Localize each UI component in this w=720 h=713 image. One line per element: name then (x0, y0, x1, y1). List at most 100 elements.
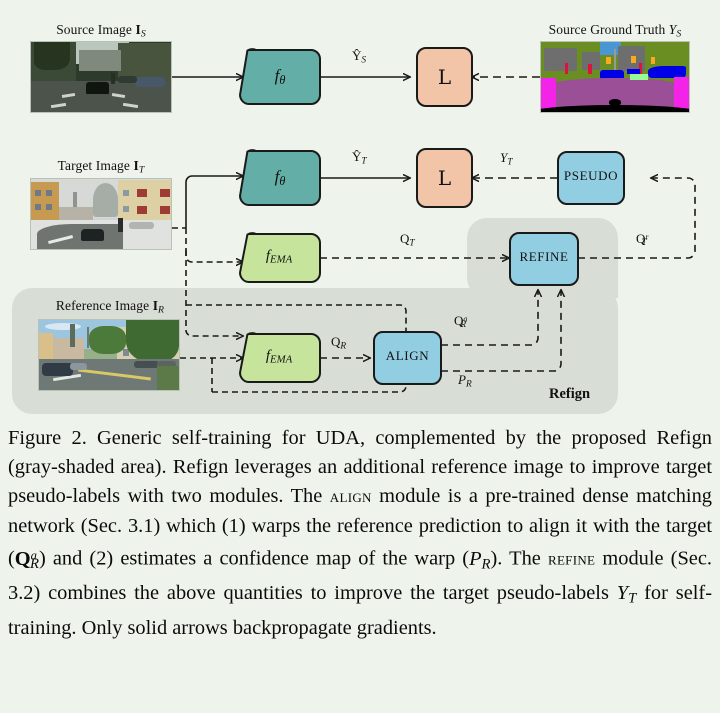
caption-part1: Generic self-training for UDA, complemen… (8, 427, 712, 508)
edge-label-q-t: QT (400, 231, 415, 248)
edge-label-p-r-sub: R (465, 379, 472, 390)
gt-pole-1 (613, 49, 617, 72)
edge-label-y-t-base: Y (500, 150, 508, 165)
target-building-right-win1 (123, 190, 129, 197)
caption-number: Figure 2. (8, 427, 87, 449)
reference-image-label: Reference Image IR (30, 298, 190, 315)
node-pseudo[interactable] (557, 151, 625, 205)
nodes-layer (239, 47, 625, 385)
edge-label-yhat-t-sub: T (361, 156, 367, 167)
edge-target-down-to-align-path (185, 250, 243, 336)
target-building-right-red1 (137, 188, 148, 198)
target-church-spire (73, 191, 78, 213)
reference-tree-right (125, 320, 179, 364)
caption-align-name: align (329, 486, 372, 508)
node-ftheta-source[interactable] (239, 48, 321, 105)
node-ftheta-source-sub: θ (279, 73, 286, 88)
gt-trafficlight-3 (650, 57, 655, 64)
edge-label-q-r: QR (331, 334, 346, 351)
target-image-label-sub: T (138, 164, 145, 176)
reference-building-right-win3 (123, 349, 129, 356)
edge-label-q-r-base: Q (331, 334, 341, 349)
node-fema-target-label: fEMA (248, 248, 310, 266)
gt-terrain (629, 74, 648, 80)
node-refine[interactable] (509, 232, 579, 286)
source-car-center (85, 81, 110, 94)
reference-cloud (44, 322, 81, 330)
caption-y-t: YT (616, 582, 637, 608)
edge-label-y-t-sub: T (507, 157, 513, 168)
edge-label-q-t-r-sub: T (641, 238, 647, 249)
target-building-right-win2 (123, 205, 129, 212)
source-car-right (134, 77, 166, 87)
target-image-label-text: Target Image (57, 158, 134, 173)
target-building-right-red3 (137, 205, 148, 214)
node-fema-reference-sub: EMA (269, 353, 293, 366)
edge-label-q-r-sub: R (340, 341, 347, 352)
node-loss-source[interactable] (416, 47, 473, 107)
edge-reference-bottom-to-align (212, 376, 406, 393)
reference-building-left (39, 332, 53, 367)
edge-align-qra-to-refine (441, 290, 538, 346)
gt-building-left (543, 47, 577, 72)
reference-image-thumbnail (38, 319, 180, 391)
gt-car-right (647, 65, 687, 79)
source-building-right (117, 43, 171, 82)
node-fema-reference[interactable] (239, 332, 321, 383)
edge-label-q-r-a: QaR (454, 313, 468, 331)
node-fema-reference-label: fEMA (248, 348, 310, 366)
target-building-right (117, 180, 171, 227)
caption-part3: ) and (2) estimates a confidence map of … (38, 547, 470, 570)
source-ground-truth-thumbnail (540, 41, 690, 113)
node-ftheta-target[interactable] (239, 149, 321, 206)
target-building-right-red2 (159, 188, 170, 198)
node-ftheta-target-text: f (274, 167, 280, 186)
source-gt-label-text: Source Ground Truth (548, 22, 669, 37)
gt-trafficlight-2 (631, 56, 636, 63)
gt-sidewalk-left (541, 78, 556, 112)
target-image-thumbnail (30, 178, 172, 250)
node-align-text: ALIGN (385, 348, 430, 363)
node-fema-target[interactable] (239, 232, 321, 283)
node-align[interactable] (373, 331, 442, 385)
gt-car-center (600, 70, 624, 80)
node-fema-reference-text: f (265, 348, 270, 364)
edge-label-yhat-s-sub: S (361, 55, 367, 66)
node-ftheta-source-text: f (274, 66, 280, 85)
reference-streetlamp (86, 327, 90, 348)
node-loss-target[interactable] (416, 148, 473, 208)
refign-region-label: Refign (549, 386, 590, 403)
node-fema-target-sub: EMA (269, 253, 293, 266)
gt-car-far (626, 68, 641, 75)
node-pseudo-text: PSEUDO (563, 168, 619, 183)
node-fema-target-text: f (265, 248, 270, 264)
target-building-left-win4 (46, 204, 52, 211)
node-refine-text: REFINE (519, 249, 569, 264)
source-image-thumbnail (30, 41, 172, 113)
gt-trafficlight-1 (606, 57, 611, 64)
gt-person-1 (564, 63, 569, 75)
target-building-left-win2 (46, 190, 52, 197)
reference-grass (156, 366, 179, 390)
edge-label-p-r-base: P (458, 372, 466, 387)
figure-diagram: Source Image IS Source Ground Truth YS (12, 22, 705, 414)
source-image-label-sub: S (140, 28, 146, 40)
source-image-label-text: Source Image (56, 22, 136, 37)
gt-building-mid (582, 51, 601, 70)
reference-tree-mid (89, 325, 126, 354)
caption-q-r-a: QaR (14, 547, 39, 573)
source-ground-truth-label: Source Ground Truth YS (525, 22, 705, 39)
edge-align-pr-to-refine (441, 290, 561, 372)
edge-label-q-r-a-sub: R (460, 320, 467, 331)
edge-label-yhat-s-base: Ŷ (352, 48, 362, 63)
reference-car-left2 (69, 363, 87, 371)
edge-label-q-r-a-sup: a (463, 314, 468, 324)
edge-target-to-ftheta (185, 176, 243, 228)
reference-image-label-text: Reference Image (55, 298, 153, 313)
edge-label-q-t-r-sup: r (645, 232, 649, 242)
edge-label-y-t: YT (500, 150, 512, 167)
figure-caption: Figure 2. Generic self-training for UDA,… (0, 424, 720, 643)
source-gt-label-sub: S (676, 28, 682, 40)
node-loss-source-text: L (437, 65, 452, 89)
reference-building-far (53, 338, 84, 360)
